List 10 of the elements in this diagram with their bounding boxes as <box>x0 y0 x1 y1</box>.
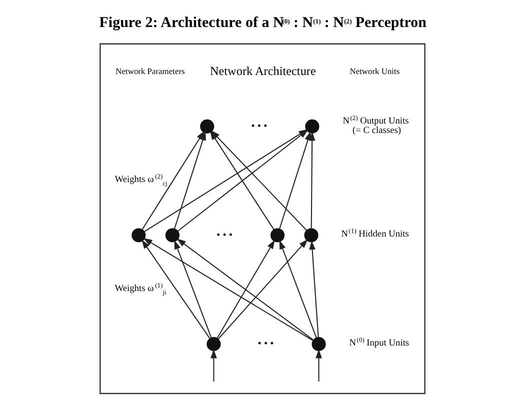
label: Network Architecture <box>209 64 316 78</box>
label: Network Units <box>349 66 400 76</box>
label: N$^{(0)}$ Input Units <box>348 336 409 348</box>
label: N$^{(1)}$ Hidden Units <box>340 228 408 240</box>
label: N$^{(2)}$ Output Units (= C classes) <box>342 115 408 136</box>
label: • • • <box>257 338 274 350</box>
label: • • • <box>216 230 232 241</box>
label: Network Parameters <box>115 66 184 76</box>
label: • • • <box>250 121 267 132</box>
diagram-title: Figure 2: Architecture of a N$^{(0)}$ : N$^{(1)}$ : N$^{(2)}$ Perceptron <box>98 14 426 31</box>
